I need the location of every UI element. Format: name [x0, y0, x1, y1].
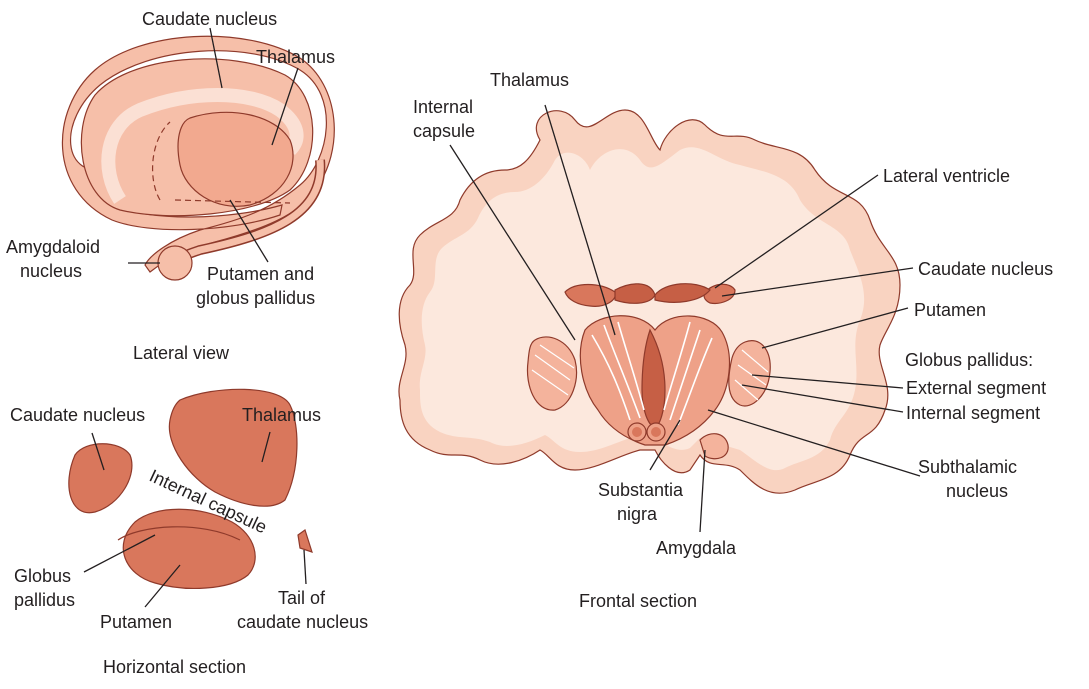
- frontal-label-caudate: Caudate nucleus: [918, 259, 1053, 279]
- frontal-label-internal-2: capsule: [413, 121, 475, 141]
- horizontal-caption: Horizontal section: [103, 657, 246, 677]
- horizontal-label-globus-1: Globus: [14, 566, 71, 586]
- lateral-label-putamen-2: globus pallidus: [196, 288, 315, 308]
- frontal-label-subthalamic-1: Subthalamic: [918, 457, 1017, 477]
- frontal-label-lateral-ventricle: Lateral ventricle: [883, 166, 1010, 186]
- frontal-label-amygdala: Amygdala: [656, 538, 737, 558]
- frontal-label-thalamus: Thalamus: [490, 70, 569, 90]
- horizontal-caudate-shape: [69, 444, 132, 513]
- horizontal-label-tail-2: caudate nucleus: [237, 612, 368, 632]
- lateral-label-amygdaloid-1: Amygdaloid: [6, 237, 100, 257]
- horizontal-label-globus-2: pallidus: [14, 590, 75, 610]
- horizontal-label-caudate: Caudate nucleus: [10, 405, 145, 425]
- frontal-left-ventricle: [615, 284, 655, 303]
- frontal-label-substantia-1: Substantia: [598, 480, 684, 500]
- frontal-label-internal-1: Internal: [413, 97, 473, 117]
- frontal-label-putamen: Putamen: [914, 300, 986, 320]
- lateral-label-putamen-1: Putamen and: [207, 264, 314, 284]
- frontal-section-panel: Thalamus Internal capsule Lateral ventri…: [399, 70, 1053, 611]
- lateral-caption: Lateral view: [133, 343, 230, 363]
- frontal-caption: Frontal section: [579, 591, 697, 611]
- horizontal-label-putamen: Putamen: [100, 612, 172, 632]
- horizontal-label-tail-1: Tail of: [278, 588, 326, 608]
- lateral-amygdaloid: [158, 246, 192, 280]
- frontal-label-globus: Globus pallidus:: [905, 350, 1033, 370]
- frontal-label-substantia-2: nigra: [617, 504, 658, 524]
- lateral-label-amygdaloid-2: nucleus: [20, 261, 82, 281]
- horizontal-tail-shape: [298, 530, 312, 552]
- lateral-view-panel: Caudate nucleus Thalamus Amygdaloid nucl…: [6, 9, 335, 363]
- horizontal-label-thalamus: Thalamus: [242, 405, 321, 425]
- horizontal-section-panel: Caudate nucleus Thalamus Internal capsul…: [10, 389, 368, 677]
- lateral-label-thalamus: Thalamus: [256, 47, 335, 67]
- frontal-label-subthalamic-2: nucleus: [946, 481, 1008, 501]
- lateral-label-caudate: Caudate nucleus: [142, 9, 277, 29]
- frontal-label-internal-segment: Internal segment: [906, 403, 1040, 423]
- frontal-label-external-segment: External segment: [906, 378, 1046, 398]
